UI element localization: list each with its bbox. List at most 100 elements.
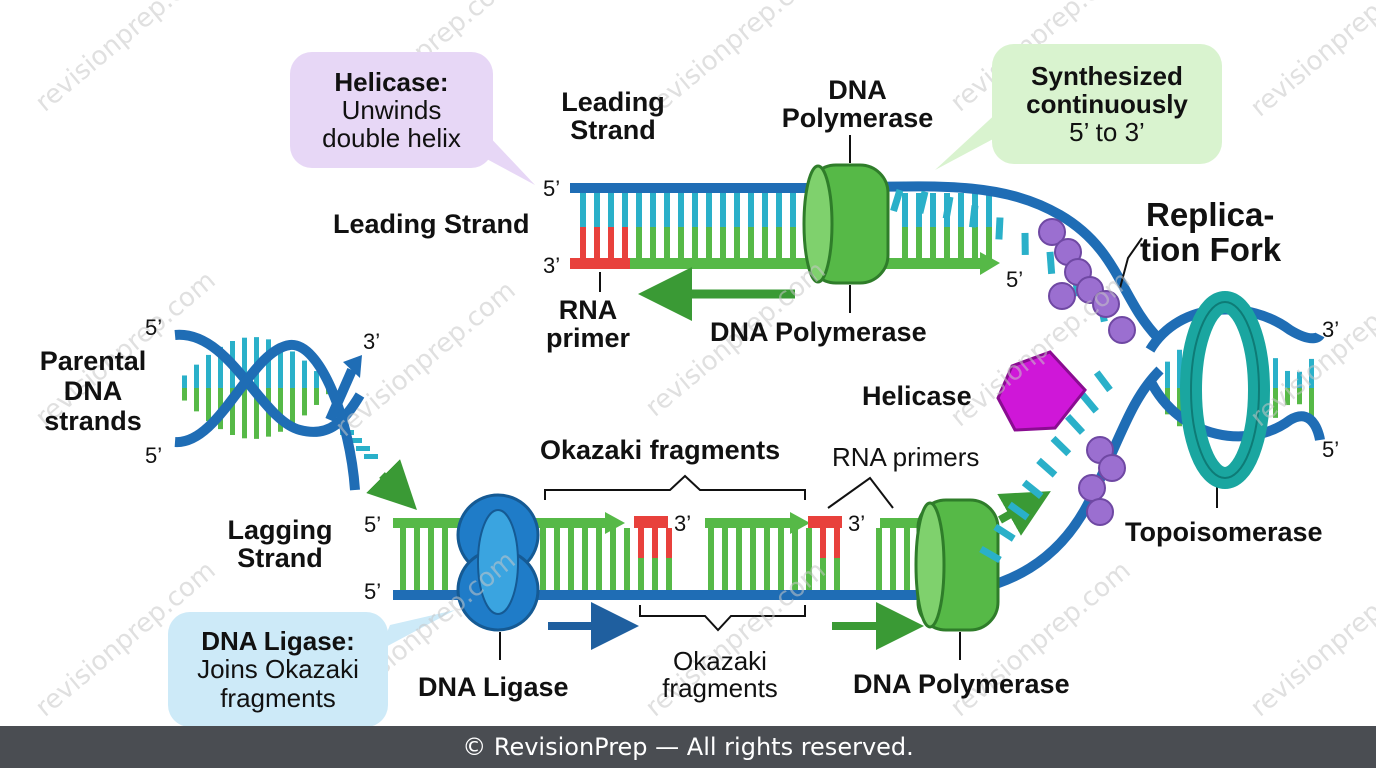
base-pair-top bbox=[554, 528, 560, 558]
helix-base-bottom bbox=[194, 388, 199, 412]
base-pair-top bbox=[638, 528, 644, 558]
base-pair-top bbox=[834, 528, 840, 558]
single-strand-base bbox=[1093, 370, 1113, 393]
ligase-callout: DNA Ligase: Joins Okazaki fragments bbox=[168, 612, 388, 727]
base-pair-bottom bbox=[748, 227, 754, 259]
base-pair-bottom bbox=[722, 558, 728, 590]
okazaki-fragment-3 bbox=[880, 518, 930, 528]
ssb-bead bbox=[1038, 218, 1066, 246]
base-pair-top bbox=[666, 528, 672, 558]
base-pair-top bbox=[748, 193, 754, 227]
base-pair-top bbox=[778, 528, 784, 558]
base-pair-bottom bbox=[442, 558, 448, 590]
base-pair-bottom bbox=[736, 558, 742, 590]
ssb-bead bbox=[1048, 282, 1076, 310]
helix-base-top bbox=[1285, 370, 1290, 388]
helix-base-bottom bbox=[278, 388, 283, 432]
okazaki-bracket-top bbox=[544, 474, 806, 500]
base-pair-top bbox=[610, 528, 616, 558]
base-pair-bottom bbox=[636, 227, 642, 259]
ssb-bead bbox=[1108, 316, 1136, 344]
helix-base-bottom bbox=[1309, 388, 1314, 418]
fragment1-3-end: 3’ bbox=[674, 511, 692, 536]
ligase-bubble-tail bbox=[380, 610, 455, 650]
helix-base-bottom bbox=[230, 388, 235, 435]
base-pair-top bbox=[958, 193, 964, 227]
helix-base-bottom bbox=[290, 388, 295, 425]
helix-base-bottom bbox=[254, 388, 259, 439]
helix-base-bottom bbox=[182, 388, 187, 401]
base-pair-bottom bbox=[902, 227, 908, 259]
helix-base-top bbox=[1309, 358, 1314, 388]
base-pair-top bbox=[596, 528, 602, 558]
base-pair-top bbox=[790, 193, 796, 227]
base-pair-top bbox=[678, 193, 684, 227]
helix-base-top bbox=[218, 346, 223, 388]
helix-base-top bbox=[266, 339, 271, 388]
helix-base-top bbox=[1165, 361, 1170, 388]
base-pair-bottom bbox=[414, 558, 420, 590]
base-pair-top bbox=[708, 528, 714, 558]
copyright-footer: © RevisionPrep — All rights reserved. bbox=[0, 726, 1376, 768]
base-pair-top bbox=[722, 528, 728, 558]
base-pair-bottom bbox=[972, 227, 978, 259]
base-pair-bottom bbox=[916, 227, 922, 259]
base-pair-top bbox=[762, 193, 768, 227]
ligase-callout-line2: fragments bbox=[220, 682, 336, 713]
helix-base-top bbox=[302, 360, 307, 388]
rna-primer-1 bbox=[634, 516, 668, 528]
helix-base-top bbox=[290, 351, 295, 388]
base-pair-bottom bbox=[594, 227, 600, 259]
base-pair-top bbox=[876, 528, 882, 558]
base-pair-bottom bbox=[778, 558, 784, 590]
base-pair-bottom bbox=[624, 558, 630, 590]
synth-callout-line1: Synthesized bbox=[1031, 60, 1183, 91]
right-5-end: 5’ bbox=[1322, 437, 1340, 462]
base-pair-bottom bbox=[596, 558, 602, 590]
base-pair-top bbox=[706, 193, 712, 227]
leading-growth-arrowhead bbox=[980, 252, 1000, 275]
base-pair-bottom bbox=[776, 227, 782, 259]
base-pair-top bbox=[608, 193, 614, 227]
single-strand-base bbox=[979, 545, 1002, 564]
okazaki-fragments-top-label: Okazaki fragments bbox=[540, 435, 781, 465]
helicase-callout-title: Helicase: bbox=[334, 66, 449, 97]
parental-3-end: 3’ bbox=[363, 329, 381, 354]
single-strand-base bbox=[1050, 435, 1072, 457]
base-pair-top bbox=[636, 193, 642, 227]
ssb-proteins bbox=[1038, 218, 1136, 526]
ligase-callout-line1: Joins Okazaki bbox=[197, 654, 359, 685]
base-pair-bottom bbox=[876, 558, 882, 590]
base-pair-bottom bbox=[806, 558, 812, 590]
base-pair-bottom bbox=[764, 558, 770, 590]
helicase-enzyme bbox=[996, 350, 1087, 432]
base-pair-top bbox=[428, 528, 434, 558]
parental-top-5-end: 5’ bbox=[145, 315, 163, 340]
helix-base-top bbox=[194, 364, 199, 388]
helix-base-bottom bbox=[1297, 388, 1302, 405]
helicase-callout-line2: double helix bbox=[322, 123, 461, 154]
rna-primers-pointers bbox=[827, 476, 894, 509]
base-pair-bottom bbox=[582, 558, 588, 590]
helicase-label: Helicase bbox=[862, 381, 972, 411]
helicase-callout: Helicase: Unwinds double helix bbox=[290, 52, 493, 168]
base-pair-top bbox=[580, 193, 586, 227]
base-pair-top bbox=[986, 193, 992, 227]
base-pair-bottom bbox=[622, 227, 628, 259]
helix-base-top bbox=[242, 337, 247, 388]
base-pair-bottom bbox=[666, 558, 672, 590]
ssb-bead bbox=[1092, 290, 1120, 318]
base-pair-bottom bbox=[706, 227, 712, 259]
base-pair-top bbox=[650, 193, 656, 227]
base-pair-top bbox=[776, 193, 782, 227]
base-pair-top bbox=[624, 528, 630, 558]
base-pair-bottom bbox=[792, 558, 798, 590]
single-strand-base bbox=[1079, 392, 1099, 414]
leading-3-end: 3’ bbox=[543, 253, 561, 278]
synth-callout-line3: 5’ to 3’ bbox=[1069, 117, 1145, 148]
ssb-bead bbox=[1098, 454, 1126, 482]
helix-base-bottom bbox=[1177, 388, 1182, 427]
